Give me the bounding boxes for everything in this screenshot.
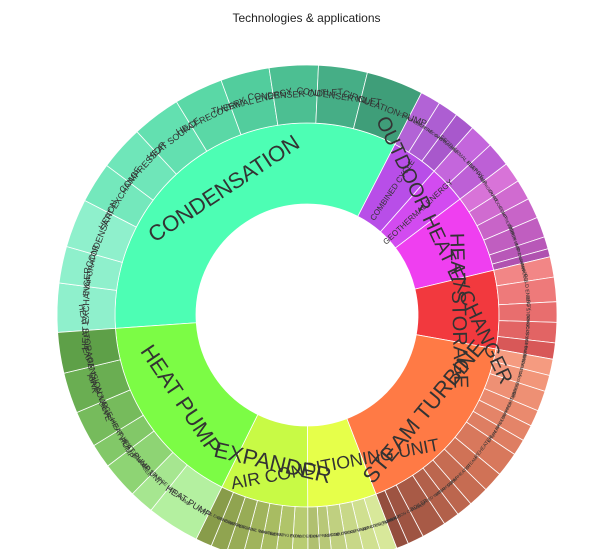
outer-label-compressor: COMPRESSOR xyxy=(310,532,339,539)
outer-label-outdoor-unit: OUTDOOR UNIT xyxy=(336,526,368,537)
outer-label-heat-exchanger: HEAT EXCHANGER xyxy=(80,267,92,350)
outer-slice-heat-storage-tank[interactable] xyxy=(57,327,121,374)
outer-label-waste-heat: WASTE HEAT xyxy=(258,529,285,538)
outer-label-expander: EXPANDER xyxy=(290,533,312,539)
outer-label-turbine: TURBINE xyxy=(509,381,520,400)
outer-label-cold-energy: COLD ENERGY xyxy=(522,273,532,311)
outer-label-indoor-unit: INDOOR UNIT xyxy=(324,530,351,539)
outer-label-cooling-tower: COOLING TOWER xyxy=(521,330,531,365)
outer-label-exchanger: EXCHANGER xyxy=(515,247,526,273)
outer-label-fan-coil: FAN COIL xyxy=(520,262,529,283)
outer-label-fan: FAN xyxy=(309,533,317,538)
inner-ring xyxy=(114,122,500,508)
outer-label-steam-turbine: STEAM TURBINE xyxy=(517,345,529,378)
outer-label-heat-storage: HEAT STORAGE xyxy=(525,296,530,329)
chart-title: Technologies & applications xyxy=(232,11,381,25)
outer-label-heat-storage: HEAT STORAGE xyxy=(524,314,531,347)
inner-label-heat-storage: HEAT STORAGE xyxy=(445,233,471,389)
outer-ring xyxy=(56,64,558,549)
outer-label-working-fluid: WORKING FLUID xyxy=(270,531,303,539)
